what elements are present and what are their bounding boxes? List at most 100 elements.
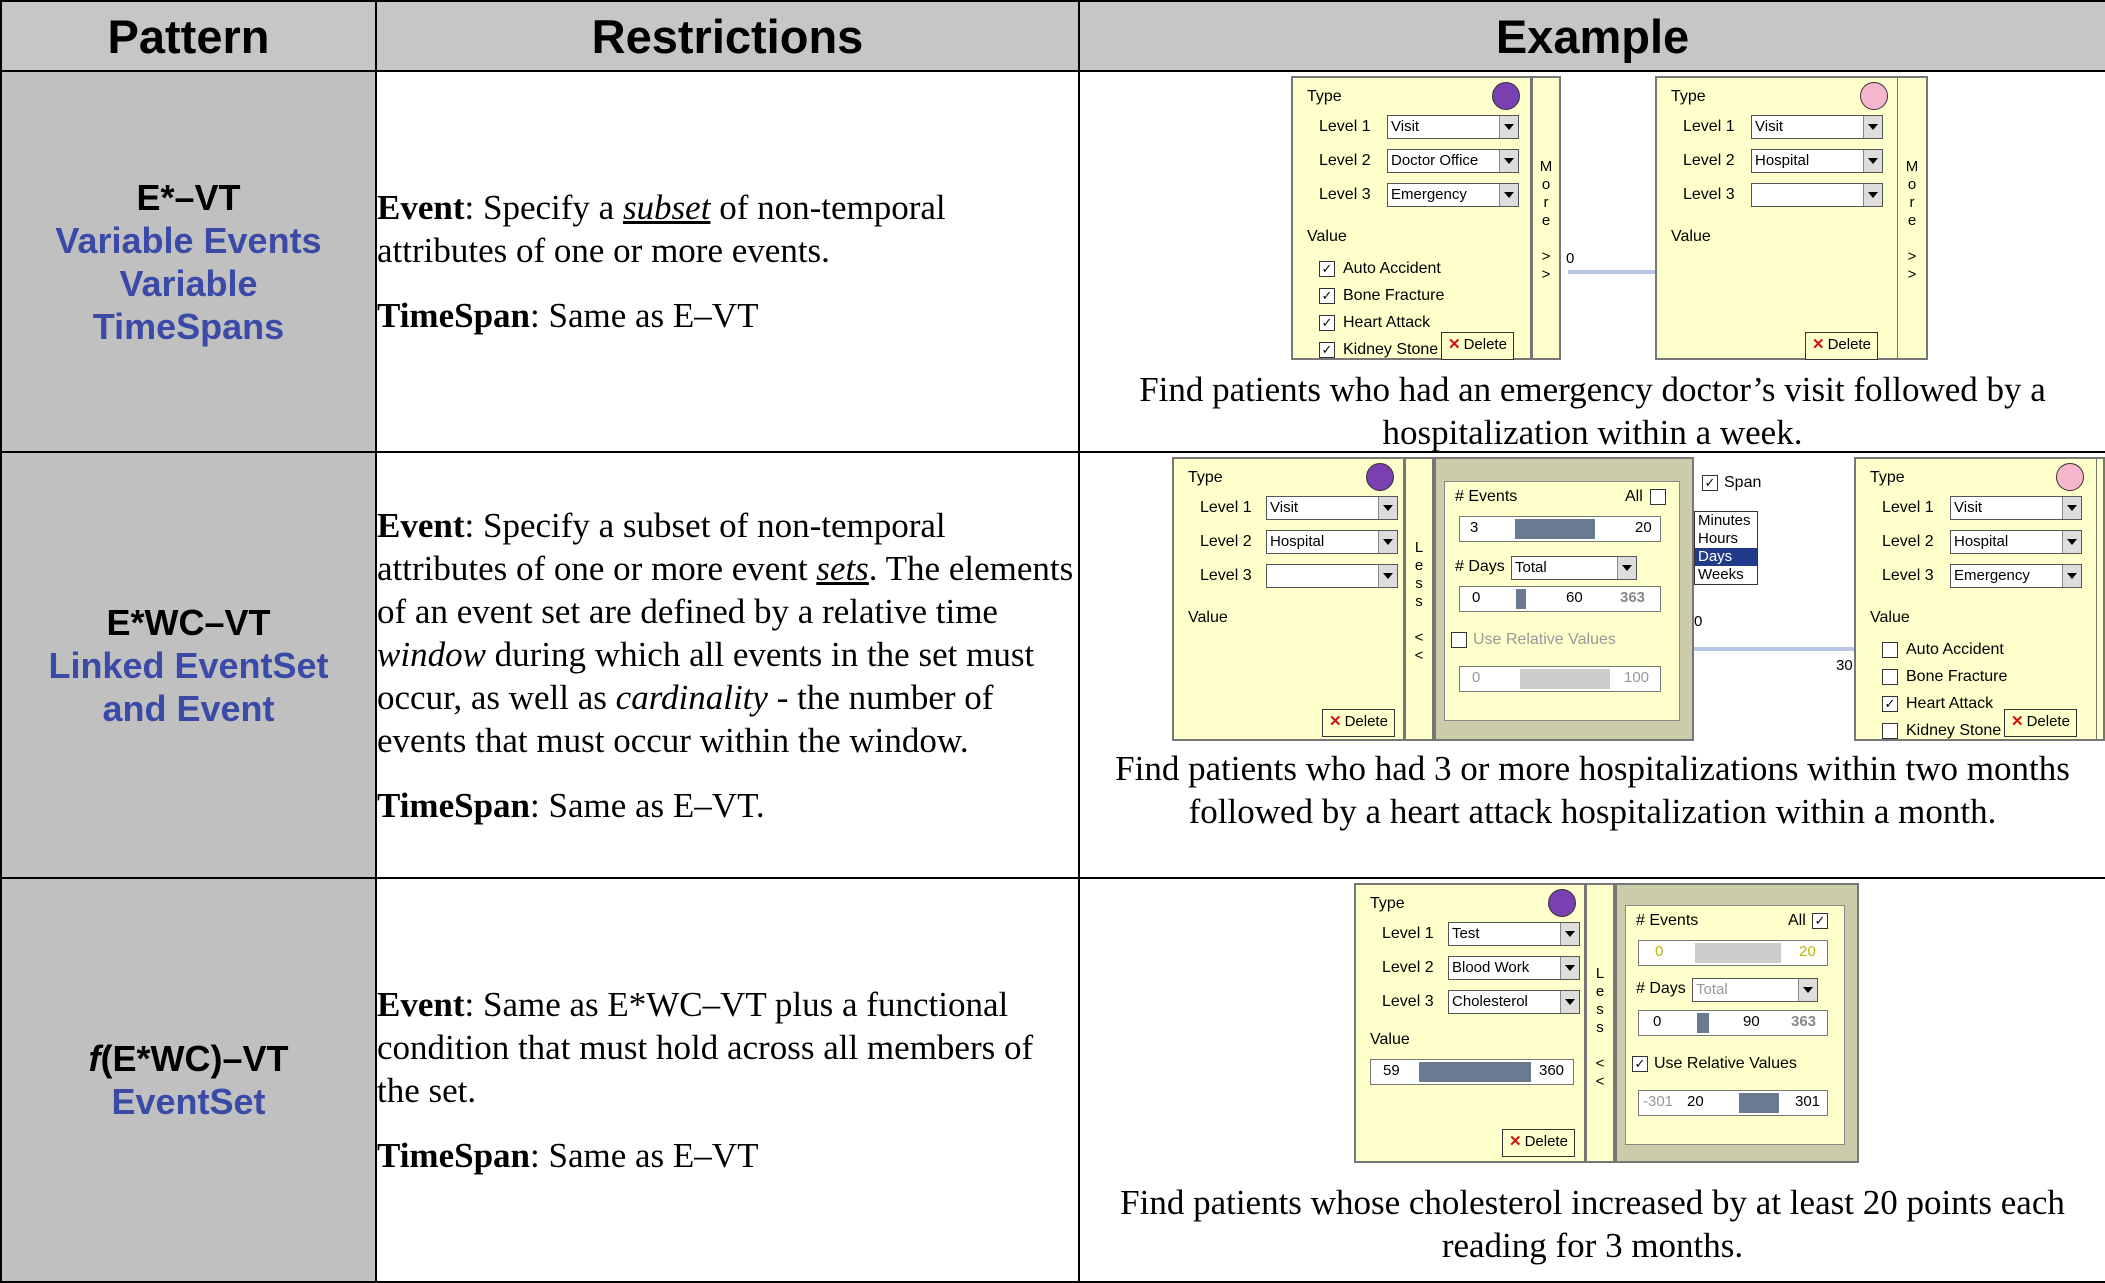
chevron-down-icon[interactable] <box>1378 565 1397 587</box>
chevron-down-icon[interactable] <box>1798 979 1817 1001</box>
level1-label: Level 1 <box>1200 499 1252 516</box>
event-color-circle[interactable] <box>1548 889 1576 917</box>
delete-button[interactable]: ✕Delete <box>1322 709 1395 737</box>
days-combo[interactable]: Total <box>1692 978 1818 1002</box>
chevron-down-icon[interactable] <box>2062 531 2081 553</box>
level3-combo[interactable]: Emergency <box>1950 564 2082 588</box>
events-range-slider[interactable]: 0 20 <box>1638 940 1828 966</box>
event-color-circle[interactable] <box>1492 82 1520 110</box>
level3-combo[interactable] <box>1751 183 1883 207</box>
level2-combo[interactable]: Blood Work <box>1448 956 1580 980</box>
relative-slider[interactable]: 0 100 <box>1459 666 1661 692</box>
chevron-down-icon[interactable] <box>1378 531 1397 553</box>
level3-combo[interactable]: Emergency <box>1387 183 1519 207</box>
level3-combo[interactable]: Cholesterol <box>1448 990 1580 1014</box>
chevron-down-icon[interactable] <box>1617 557 1636 579</box>
checkbox[interactable]: ✓ <box>1882 696 1898 712</box>
all-label: All <box>1788 912 1806 929</box>
chevron-down-icon[interactable] <box>2062 497 2081 519</box>
checkbox[interactable]: ✓ <box>1319 315 1335 331</box>
days-range-slider[interactable]: 0 60 363 <box>1459 586 1661 612</box>
header-restrictions: Restrictions <box>375 0 1080 72</box>
slider-range[interactable] <box>1697 1013 1709 1033</box>
level2-combo[interactable]: Hospital <box>1950 530 2082 554</box>
relative-checkbox[interactable] <box>1451 632 1467 648</box>
chevron-down-icon[interactable] <box>1863 150 1882 172</box>
level2-label: Level 2 <box>1382 959 1434 976</box>
days-range-slider[interactable]: 0 90 363 <box>1638 1010 1828 1036</box>
timespan-restriction: TimeSpan: Same as E–VT <box>377 296 759 335</box>
events-range-slider[interactable]: 3 20 <box>1459 516 1661 542</box>
checkbox[interactable]: ✓ <box>1319 288 1335 304</box>
chevron-down-icon[interactable] <box>2062 565 2081 587</box>
checkbox[interactable] <box>1882 723 1898 739</box>
level3-label: Level 3 <box>1382 993 1434 1010</box>
chevron-down-icon[interactable] <box>1560 991 1579 1013</box>
unit-option[interactable]: Hours <box>1698 530 1739 547</box>
days-combo[interactable]: Total <box>1511 556 1637 580</box>
event-panel-right: Type Level 1 Visit Level 2 Hospital Leve… <box>1655 76 1899 360</box>
chevron-down-icon[interactable] <box>1863 116 1882 138</box>
unit-option[interactable]: Weeks <box>1698 566 1744 583</box>
slider-range[interactable] <box>1739 1093 1779 1113</box>
checkbox[interactable]: ✓ <box>1319 342 1335 358</box>
span-line[interactable] <box>1694 647 1854 651</box>
close-icon: ✕ <box>2011 713 2024 730</box>
relative-slider[interactable]: -301 20 301 <box>1638 1090 1828 1116</box>
span-checkbox[interactable]: ✓ <box>1702 475 1718 491</box>
query-ui-example-3: Type Level 1 Test Level 2 Blood Work Lev… <box>1080 879 2105 1281</box>
checkbox[interactable]: ✓ <box>1319 261 1335 277</box>
days-label: # Days <box>1636 980 1686 997</box>
level3-combo[interactable] <box>1266 564 1398 588</box>
slider-range[interactable] <box>1520 669 1610 689</box>
slider-range[interactable] <box>1695 943 1781 963</box>
level1-combo[interactable]: Visit <box>1950 496 2082 520</box>
example-caption: Find patients who had 3 or more hospital… <box>1115 749 2070 831</box>
delete-button[interactable]: ✕Delete <box>1441 332 1514 360</box>
span-max: 30 <box>1836 657 1853 674</box>
unit-option[interactable]: Minutes <box>1698 512 1751 529</box>
chevron-down-icon[interactable] <box>1499 150 1518 172</box>
level1-combo[interactable]: Visit <box>1266 496 1398 520</box>
slider-range[interactable] <box>1516 589 1526 609</box>
event-color-circle[interactable] <box>2056 463 2084 491</box>
unit-option-selected[interactable]: Days <box>1695 548 1757 566</box>
time-unit-list[interactable]: Minutes Hours Days Weeks <box>1694 511 1758 585</box>
all-checkbox[interactable]: ✓ <box>1812 913 1828 929</box>
relative-label: Use Relative Values <box>1654 1055 1797 1072</box>
chevron-down-icon[interactable] <box>1863 184 1882 206</box>
event-restriction: Event: Specify a subset of non-temporal … <box>377 188 946 270</box>
relative-checkbox[interactable]: ✓ <box>1632 1056 1648 1072</box>
level1-combo[interactable]: Test <box>1448 922 1580 946</box>
chevron-down-icon[interactable] <box>1560 957 1579 979</box>
checkbox[interactable] <box>1882 642 1898 658</box>
slider-range[interactable] <box>1419 1062 1531 1082</box>
level1-label: Level 1 <box>1882 499 1934 516</box>
level2-combo[interactable]: Hospital <box>1266 530 1398 554</box>
all-checkbox[interactable] <box>1650 489 1666 505</box>
chevron-down-icon[interactable] <box>1560 923 1579 945</box>
event-color-circle[interactable] <box>1366 463 1394 491</box>
level2-combo[interactable]: Hospital <box>1751 149 1883 173</box>
span-line[interactable] <box>1568 270 1723 274</box>
value-label: Value <box>1307 228 1347 245</box>
delete-button[interactable]: ✕Delete <box>2004 709 2077 737</box>
delete-button[interactable]: ✕Delete <box>1502 1129 1575 1157</box>
event-color-circle[interactable] <box>1860 82 1888 110</box>
level1-combo[interactable]: Visit <box>1387 115 1519 139</box>
level1-combo[interactable]: Visit <box>1751 115 1883 139</box>
events-count-label: # Events <box>1636 912 1699 929</box>
level2-combo[interactable]: Doctor Office <box>1387 149 1519 173</box>
chevron-down-icon[interactable] <box>1378 497 1397 519</box>
chevron-down-icon[interactable] <box>1499 116 1518 138</box>
chevron-down-icon[interactable] <box>1499 184 1518 206</box>
value-range-slider[interactable]: 59 360 <box>1370 1059 1574 1085</box>
checkbox[interactable] <box>1882 669 1898 685</box>
delete-button[interactable]: ✕Delete <box>1805 332 1878 360</box>
slider-range[interactable] <box>1515 519 1595 539</box>
more-toggle[interactable] <box>2097 457 2105 741</box>
